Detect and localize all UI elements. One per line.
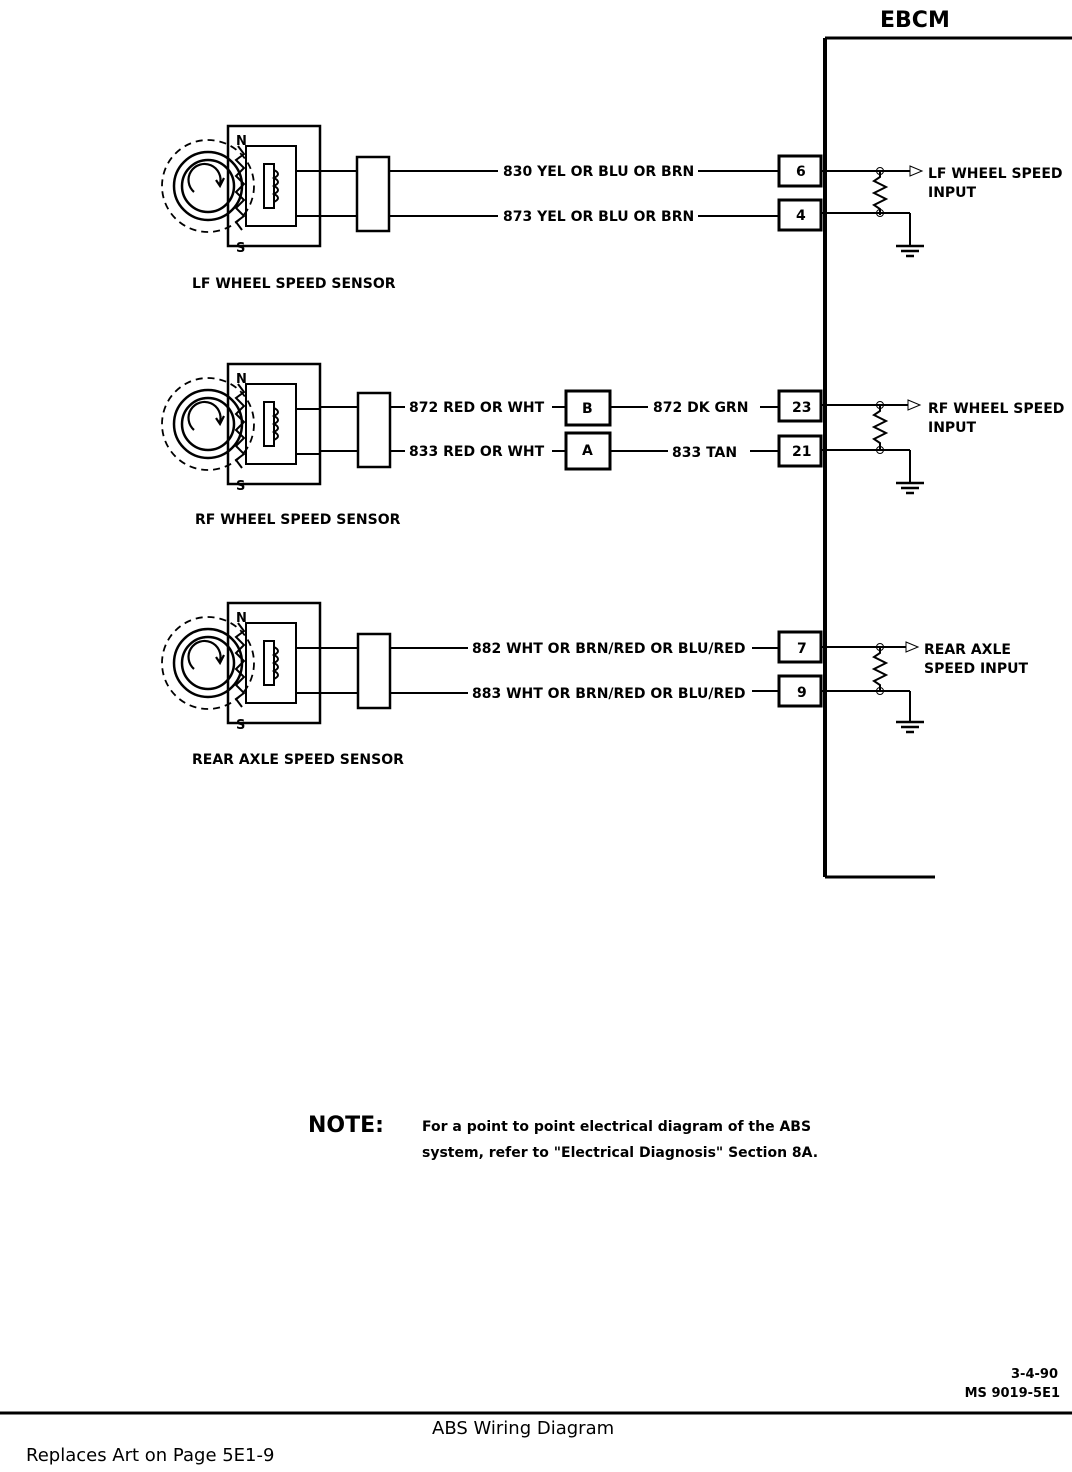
wire-label-833-tan: 833 TAN <box>672 445 737 461</box>
sensor-label-rear: REAR AXLE SPEED SENSOR <box>192 752 404 768</box>
output-label-lf-line1: LF WHEEL SPEED <box>928 166 1063 182</box>
connector-label-b: B <box>582 401 593 417</box>
ebcm-title: EBCM <box>880 8 950 33</box>
output-label-rf-line1: RF WHEEL SPEED <box>928 401 1064 417</box>
circuit-lf: N S 830 YEL OR BLU OR BRN 873 YEL OR BLU… <box>160 124 1063 292</box>
pin-label-4: 4 <box>796 208 806 224</box>
output-label-lf-line2: INPUT <box>928 185 977 201</box>
reference-code: MS 9019-5E1 <box>965 1386 1060 1401</box>
south-pole-label: S <box>236 241 245 256</box>
note-heading: NOTE: <box>308 1113 384 1138</box>
sensor-label-lf: LF WHEEL SPEED SENSOR <box>192 276 396 292</box>
wire-label-883: 883 WHT OR BRN/RED OR BLU/RED <box>472 686 745 702</box>
pin-label-6: 6 <box>796 164 806 180</box>
south-pole-label: S <box>236 479 245 494</box>
wire-label-872: 872 RED OR WHT <box>409 400 545 416</box>
output-label-rf-line2: INPUT <box>928 420 977 436</box>
wire-label-872-dk-grn: 872 DK GRN <box>653 400 748 416</box>
north-pole-label: N <box>236 372 247 387</box>
footer-title: ABS Wiring Diagram <box>432 1418 614 1439</box>
ebcm-module: EBCM <box>823 8 1072 879</box>
pin-label-9: 9 <box>797 685 807 701</box>
rf-sensor-connector <box>356 391 392 469</box>
note-line-1: For a point to point electrical diagram … <box>422 1119 811 1135</box>
wire-label-830: 830 YEL OR BLU OR BRN <box>503 164 694 180</box>
pin-label-23: 23 <box>792 400 811 416</box>
wire-label-873: 873 YEL OR BLU OR BRN <box>503 209 694 225</box>
note-line-2: system, refer to "Electrical Diagnosis" … <box>422 1145 818 1161</box>
north-pole-label: N <box>236 134 247 149</box>
ebcm-pin-4 <box>777 198 823 232</box>
note-block: NOTE: For a point to point electrical di… <box>308 1113 818 1161</box>
wire-label-833: 833 RED OR WHT <box>409 444 545 460</box>
circuit-rear: N S 882 WHT OR BRN/RED OR BLU/RED 883 WH… <box>160 601 1029 768</box>
rear-sensor-connector <box>356 632 392 710</box>
pin-label-7: 7 <box>797 641 807 657</box>
output-label-rear-line2: SPEED INPUT <box>924 661 1029 677</box>
lf-sensor-connector <box>355 155 391 233</box>
sensor-label-rf: RF WHEEL SPEED SENSOR <box>195 512 401 528</box>
south-pole-label: S <box>236 718 245 733</box>
footer-replaces: Replaces Art on Page 5E1-9 <box>26 1445 274 1466</box>
output-label-rear-line1: REAR AXLE <box>924 642 1011 658</box>
circuit-rf: N S 872 RED OR WHT 833 RED OR WHT B A 87… <box>160 362 1064 528</box>
wire-label-882: 882 WHT OR BRN/RED OR BLU/RED <box>472 641 745 657</box>
pin-label-21: 21 <box>792 444 811 460</box>
connector-label-a: A <box>582 443 593 459</box>
north-pole-label: N <box>236 611 247 626</box>
reference-date: 3-4-90 <box>1011 1367 1058 1382</box>
